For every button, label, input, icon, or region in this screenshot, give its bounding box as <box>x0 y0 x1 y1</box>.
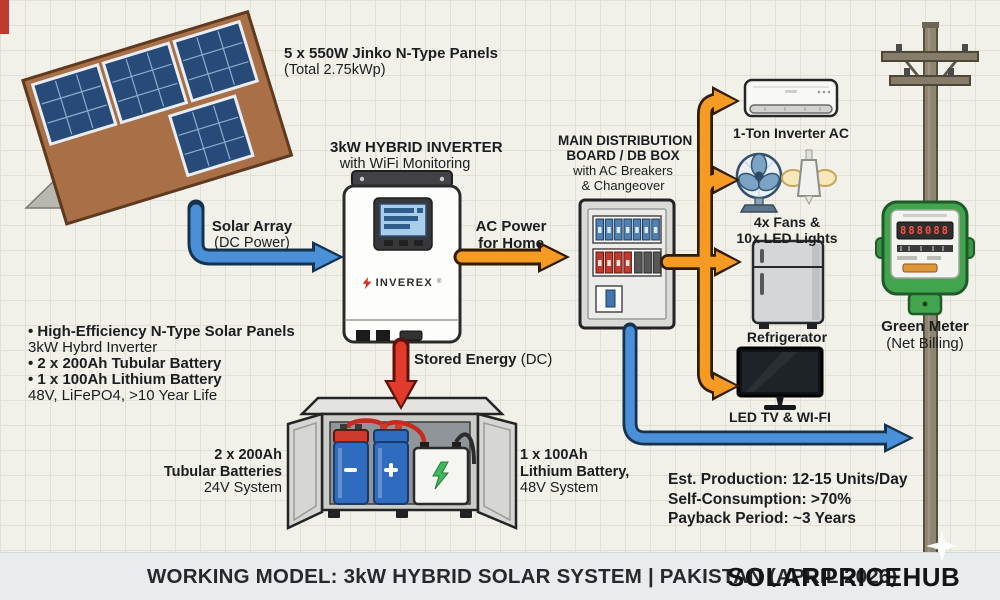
stored-label-bold: Stored Energy <box>414 351 517 368</box>
tv-stand <box>776 396 784 405</box>
solar-caption: 5 x 550W Jinko N-Type Panels (Total 2.75… <box>284 45 498 78</box>
green-meter-device <box>875 200 975 316</box>
footer-bar: WORKING MODEL: 3kW HYBRID SOLAR SYSTEM |… <box>0 552 1000 600</box>
feature-item: • 2 x 200Ah Tubular Battery <box>28 355 222 372</box>
inverter-title: 3kW HYBRID INVERTER <box>330 139 503 156</box>
meter-label: Green Meter (Net Billing) <box>865 318 985 352</box>
refrigerator-icon <box>751 239 825 329</box>
fans-label-line2: 10x LED Lights <box>736 230 838 246</box>
refrigerator-label: Refrigerator <box>746 329 828 345</box>
tubular-label-line2: Tubular Batteries <box>163 463 282 480</box>
inverter-brand: INVEREX ® <box>344 277 460 290</box>
feature-item: 48V, LiFePO4, >10 Year Life <box>28 387 218 404</box>
solar-caption-line2: (Total 2.75kWp) <box>284 61 386 78</box>
ac-flow-label: AC Power for Home <box>455 218 567 252</box>
solar-panel <box>172 19 260 103</box>
inverter-port <box>376 330 390 341</box>
inverter-button <box>384 240 393 246</box>
ac-unit-icon <box>743 78 839 118</box>
battery-cable <box>454 432 476 465</box>
stored-label-rest: (DC) <box>520 351 553 368</box>
cabinet-door-left <box>286 412 324 530</box>
stats-payback: Payback Period: ~3 Years <box>668 510 856 527</box>
solar-panel <box>101 41 189 125</box>
fridge-handle <box>760 273 764 295</box>
solar-panel <box>167 94 255 178</box>
db-heading: MAIN DISTRIBUTION BOARD / DB BOX with AC… <box>558 133 693 193</box>
tubular-battery-label: 2 x 200Ah Tubular Batteries 24V System <box>150 447 282 497</box>
ac-unit-label: 1-Ton Inverter AC <box>733 125 849 141</box>
stored-energy-label: Stored Energy (DC) <box>414 351 553 369</box>
lightning-bolt-icon <box>432 461 450 490</box>
lithium-label-line1: 1 x 100Ah <box>520 447 588 463</box>
inverter-subtitle: with WiFi Monitoring <box>339 155 471 172</box>
stats-block: Est. Production: 12-15 Units/Day Self-Co… <box>668 470 907 529</box>
sparkle-icon <box>926 530 958 562</box>
db-title-line1: MAIN DISTRIBUTION <box>558 133 693 148</box>
crossarm <box>881 51 979 62</box>
meter-display-digits: 888088 <box>900 225 950 237</box>
db-subtitle-line1: with AC Breakers <box>573 163 673 178</box>
fans-lights-label: 4x Fans & 10x LED Lights <box>712 214 862 246</box>
tubular-battery-2 <box>373 424 409 505</box>
solar-flow-label: Solar Array (DC Power) <box>192 218 312 251</box>
led-light-icon <box>781 149 837 206</box>
tubular-battery-1 <box>333 424 369 505</box>
feature-item: 3kW Hybrd Inverter <box>28 339 158 356</box>
solar-dc-arrow <box>187 199 344 273</box>
pole-cap <box>922 22 939 28</box>
inverter-port <box>399 330 423 341</box>
inverex-logo-icon <box>362 277 372 290</box>
inverter-button <box>414 240 423 246</box>
db-title-line2: BOARD / DB BOX <box>566 148 680 163</box>
fridge-handle <box>760 249 764 263</box>
feature-list: • High-Efficiency N-Type Solar Panels 3k… <box>28 324 295 404</box>
minus-symbol <box>344 468 357 472</box>
inverter-port <box>356 330 370 341</box>
battery-cabinet <box>286 396 518 530</box>
tv-label: LED TV & WI-FI <box>729 409 831 425</box>
solar-roof <box>21 9 294 226</box>
registered-mark: ® <box>436 279 442 285</box>
db-subtitle-line2: & Changeover <box>581 178 665 193</box>
crossarm <box>889 75 971 86</box>
inverter-heading: 3kW HYBRID INVERTER with WiFi Monitoring <box>330 139 503 172</box>
ac-flow-line2: for Home <box>478 234 544 252</box>
inverter-button <box>399 240 408 246</box>
lithium-battery <box>412 442 470 506</box>
fan-icon <box>735 152 783 213</box>
ac-flow-line1: AC Power <box>475 218 547 235</box>
feature-item: • 1 x 100Ah Lithium Battery <box>28 371 222 388</box>
inverter-brand-text: INVEREX <box>375 277 433 289</box>
solar-flow-line2: (DC Power) <box>214 234 290 251</box>
feature-item: • High-Efficiency N-Type Solar Panels <box>28 323 295 340</box>
red-corner-mark <box>0 0 9 34</box>
solar-panel <box>30 63 118 146</box>
db-box-device <box>578 198 676 330</box>
lithium-label-line3: 48V System <box>520 480 599 496</box>
meter-label-line1: Green Meter <box>881 318 969 335</box>
stats-production: Est. Production: 12-15 Units/Day <box>668 471 908 488</box>
solar-flow-line1: Solar Array <box>211 218 293 235</box>
ac-power-arrow <box>453 241 570 273</box>
grid-return-arrow <box>622 322 914 453</box>
tubular-label-line3: 24V System <box>203 480 282 496</box>
meter-display <box>896 221 954 240</box>
lithium-battery-label: 1 x 100Ah Lithium Battery, 48V System <box>520 447 660 497</box>
stored-energy-arrow <box>384 337 418 410</box>
meter-label-line2: (Net Billing) <box>886 335 964 352</box>
lithium-label-line2: Lithium Battery, <box>520 463 630 480</box>
stats-self-consumption: Self-Consumption: >70% <box>668 490 852 508</box>
inverter-device <box>342 170 467 344</box>
tubular-label-line1: 2 x 200Ah <box>214 447 282 463</box>
cabinet-door-right <box>476 412 518 530</box>
footer-title: WORKING MODEL: 3kW HYBRID SOLAR SYSTEM |… <box>147 565 898 588</box>
solar-caption-line1: 5 x 550W Jinko N-Type Panels <box>284 45 498 62</box>
fans-label-line1: 4x Fans & <box>753 214 821 230</box>
distribution-arrows <box>660 86 742 401</box>
tv-icon <box>736 346 824 410</box>
watermark: SOLARPRICEHUB <box>727 562 961 592</box>
